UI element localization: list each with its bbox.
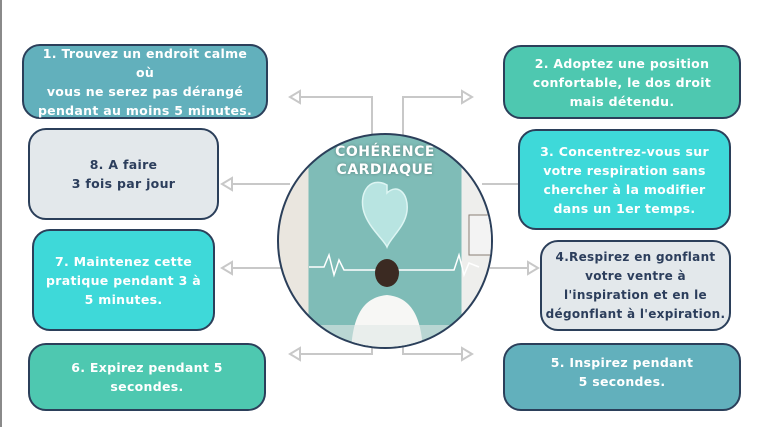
arrow-to-step-5 <box>402 346 470 355</box>
step-3-box: 3. Concentrez-vous sur votre respiration… <box>518 129 731 230</box>
diagram-title: COHÉRENCE CARDIAQUE <box>335 144 435 178</box>
step-5-box: 5. Inspirez pendant 5 secondes. <box>503 343 741 411</box>
heart-coherence-image: COHÉRENCE CARDIAQUE <box>277 133 493 349</box>
arrow-to-step-6 <box>292 346 373 355</box>
heart-icon <box>361 181 408 249</box>
heartbeat-line <box>309 252 480 278</box>
step-1-box: 1. Trouvez un endroit calme où vous ne s… <box>22 44 268 119</box>
arrow-to-step-2 <box>402 96 470 137</box>
step-6-box: 6. Expirez pendant 5 secondes. <box>28 343 266 411</box>
step-2-box: 2. Adoptez une position confortable, le … <box>503 45 741 119</box>
step-7-box: 7. Maintenez cette pratique pendant 3 à … <box>32 229 215 331</box>
illustration <box>279 181 491 347</box>
step-8-box: 8. A faire 3 fois par jour <box>28 128 219 220</box>
step-4-box: 4.Respirez en gonflant votre ventre à l'… <box>540 240 731 331</box>
arrow-to-step-1 <box>292 96 373 137</box>
left-edge-line <box>0 0 2 427</box>
